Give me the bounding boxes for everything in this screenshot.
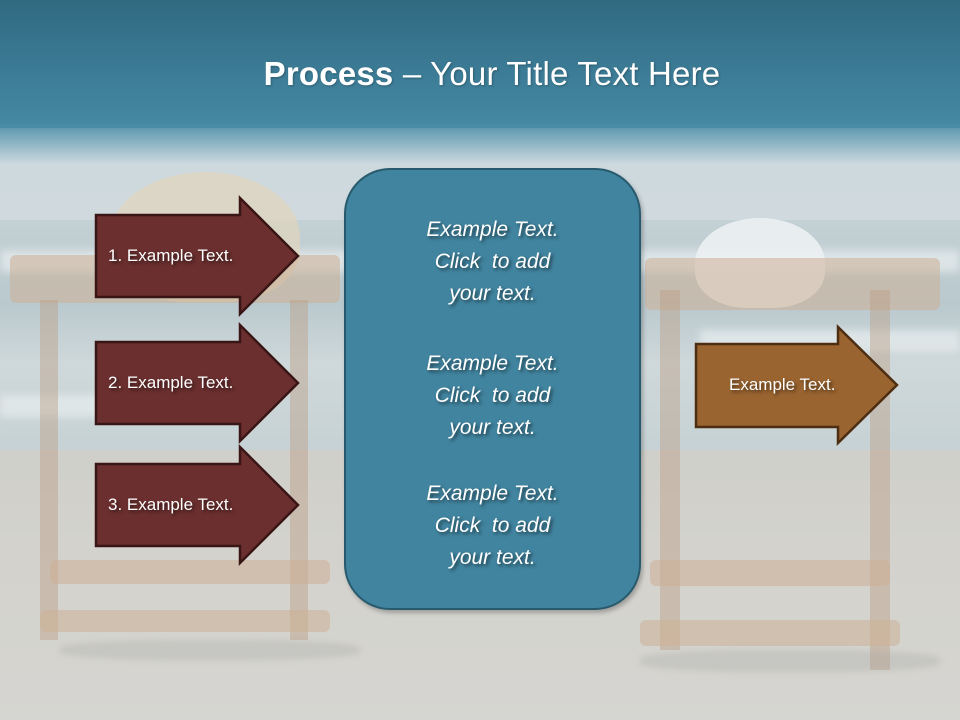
process-arrow-2-label: 2. Example Text.: [108, 373, 234, 392]
slide-title-bold: Process: [263, 55, 394, 92]
center-text-line: Click to add: [434, 514, 551, 537]
right-arrow-icon: [94, 443, 300, 567]
center-text-block-3[interactable]: Example Text. Click to add your text.: [346, 478, 639, 574]
process-arrow-3[interactable]: 3. Example Text.: [94, 443, 300, 567]
result-arrow-label: Example Text.: [729, 375, 836, 394]
process-arrow-2[interactable]: 2. Example Text.: [94, 321, 300, 445]
center-text-line: Click to add: [434, 250, 551, 273]
center-text-line: Click to add: [434, 384, 551, 407]
right-chair-seat: [650, 560, 890, 586]
slide-title[interactable]: Process – Your Title Text Here: [0, 52, 960, 96]
background-wave: [0, 395, 120, 417]
left-chair-leg: [40, 300, 58, 640]
slide-title-rest: – Your Title Text Here: [393, 55, 721, 92]
center-text-line: your text.: [449, 282, 536, 305]
center-text-line: Example Text.: [426, 352, 559, 375]
center-text-line: Example Text.: [426, 482, 559, 505]
center-text-line: your text.: [449, 416, 536, 439]
center-text-block-2[interactable]: Example Text. Click to add your text.: [346, 348, 639, 444]
right-chair-back: [645, 258, 940, 310]
title-band-fade: [0, 124, 960, 164]
center-text-line: Example Text.: [426, 218, 559, 241]
center-text-box[interactable]: Example Text. Click to add your text. Ex…: [344, 168, 641, 610]
right-chair-rail: [640, 620, 900, 646]
right-arrow-icon: [94, 194, 300, 318]
right-chair-shadow: [640, 650, 940, 672]
center-text-block-1[interactable]: Example Text. Click to add your text.: [346, 214, 639, 310]
title-band: [0, 0, 960, 128]
right-arrow-icon: [694, 324, 899, 446]
process-arrow-3-label: 3. Example Text.: [108, 495, 234, 514]
right-arrow-icon: [94, 321, 300, 445]
process-arrow-1-label: 1. Example Text.: [108, 246, 234, 265]
left-chair-seat: [50, 560, 330, 584]
left-chair-shadow: [60, 640, 360, 660]
result-arrow[interactable]: Example Text.: [694, 324, 900, 446]
center-text-line: your text.: [449, 546, 536, 569]
left-chair-rail: [40, 610, 330, 632]
process-arrow-1[interactable]: 1. Example Text.: [94, 194, 300, 318]
